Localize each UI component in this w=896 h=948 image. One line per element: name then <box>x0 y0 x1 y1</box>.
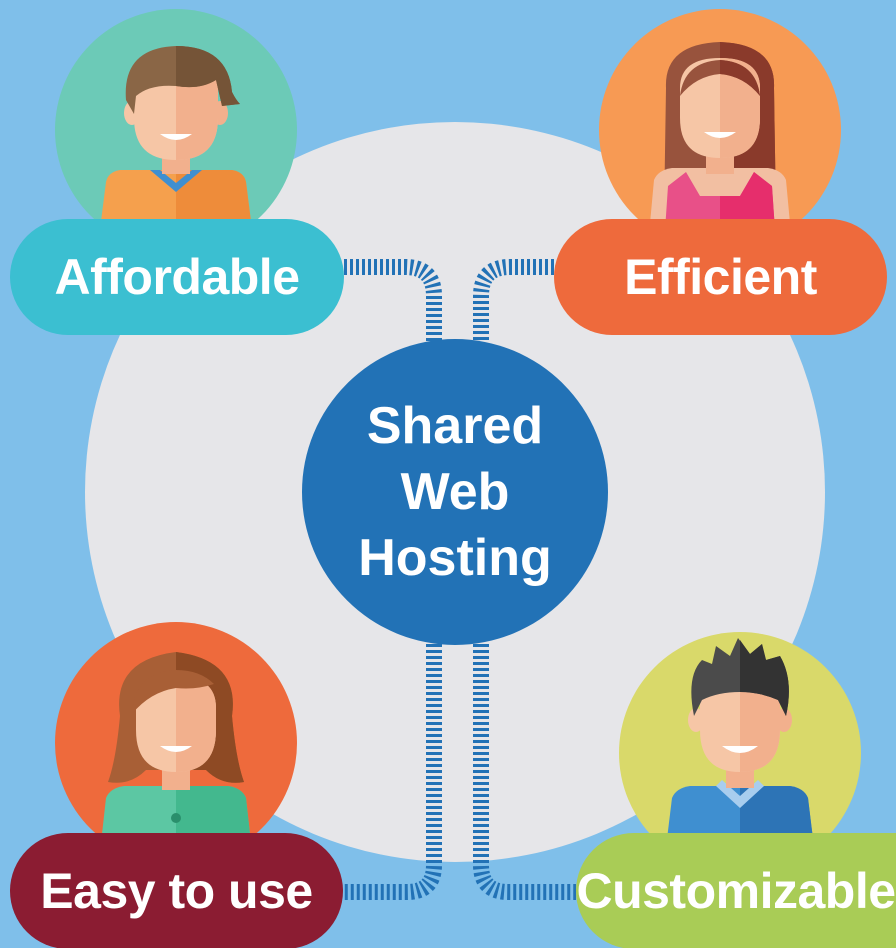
woman-avatar-icon <box>599 9 841 251</box>
center-title-line-2: Web <box>400 463 510 521</box>
feature-easy-to-use: Easy to use <box>10 833 343 948</box>
center-title: Shared Web Hosting <box>302 339 608 645</box>
feature-affordable: Affordable <box>10 219 344 335</box>
connector-customizable <box>473 638 576 900</box>
connector-affordable <box>344 259 442 345</box>
feature-customizable-label: Customizable <box>576 863 896 919</box>
center-title-line-1: Shared <box>366 397 544 455</box>
feature-efficient: Efficient <box>554 219 887 335</box>
feature-efficient-label: Efficient <box>624 249 817 305</box>
connector-easy <box>344 638 442 900</box>
center-title-line-3: Hosting <box>358 529 552 587</box>
connectors <box>344 259 576 900</box>
feature-affordable-label: Affordable <box>54 249 301 305</box>
feature-easy-to-use-label: Easy to use <box>40 863 313 919</box>
connector-efficient <box>473 259 554 345</box>
center-node <box>302 339 608 645</box>
feature-customizable: Customizable <box>576 833 896 948</box>
woman-avatar-icon <box>55 9 297 251</box>
